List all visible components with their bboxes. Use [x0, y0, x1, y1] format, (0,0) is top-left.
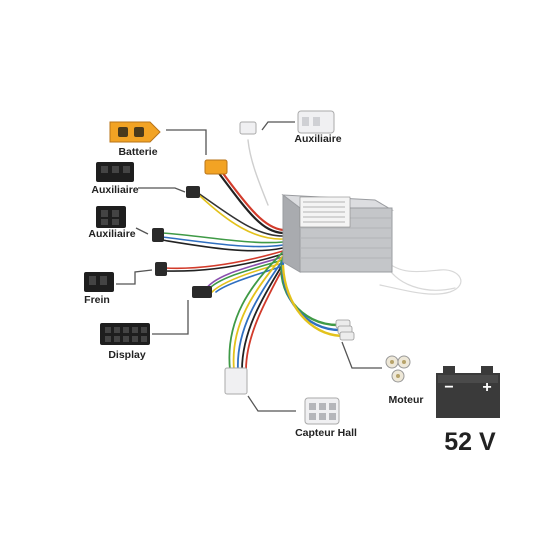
- label-batterie: Batterie: [118, 146, 157, 158]
- connector-icon: [186, 186, 200, 198]
- label-auxiliaire-2: Auxiliaire: [88, 228, 135, 240]
- xt60-connector-icon: [109, 121, 161, 143]
- leader-batterie: [166, 129, 207, 155]
- connector-icon: [155, 262, 167, 276]
- motor-terminal-icon: [335, 319, 355, 341]
- xt60-connector-icon: [204, 159, 228, 175]
- leader-moteur: [341, 341, 382, 369]
- leader-auxiliaire-2: [135, 227, 149, 235]
- motor-terminal-icon: [385, 355, 411, 383]
- wire-harness: [161, 139, 462, 371]
- connector-icon: [239, 121, 257, 135]
- connector-icon: [192, 286, 212, 298]
- hall-connector-icon: [304, 397, 340, 425]
- battery-icon: − +: [436, 366, 500, 418]
- minus-sign: −: [444, 379, 453, 396]
- label-frein: Frein: [84, 294, 110, 306]
- leader-auxiliaire-1: [138, 187, 186, 193]
- label-moteur: Moteur: [389, 394, 424, 406]
- connector-icon: [100, 323, 150, 345]
- label-display: Display: [108, 349, 146, 361]
- label-auxiliaire-1: Auxiliaire: [91, 184, 138, 196]
- plus-sign: +: [482, 379, 491, 396]
- connector-icon: [152, 228, 164, 242]
- label-voltage: 52 V: [444, 428, 496, 456]
- label-capteur-hall: Capteur Hall: [295, 427, 357, 439]
- leader-lines: [116, 121, 382, 412]
- connector-icon: [96, 162, 134, 182]
- leader-auxiliaire-top: [261, 121, 295, 131]
- leader-frein: [116, 269, 153, 285]
- connector-icon: [84, 272, 114, 292]
- connector-icon: [297, 110, 335, 134]
- connector-icon: [224, 367, 248, 395]
- label-auxiliaire-top: Auxiliaire: [294, 133, 341, 145]
- connector-icon: [96, 206, 126, 228]
- controller-icon: [281, 193, 394, 273]
- leader-capteur-hall: [247, 395, 296, 412]
- leader-display: [152, 300, 189, 335]
